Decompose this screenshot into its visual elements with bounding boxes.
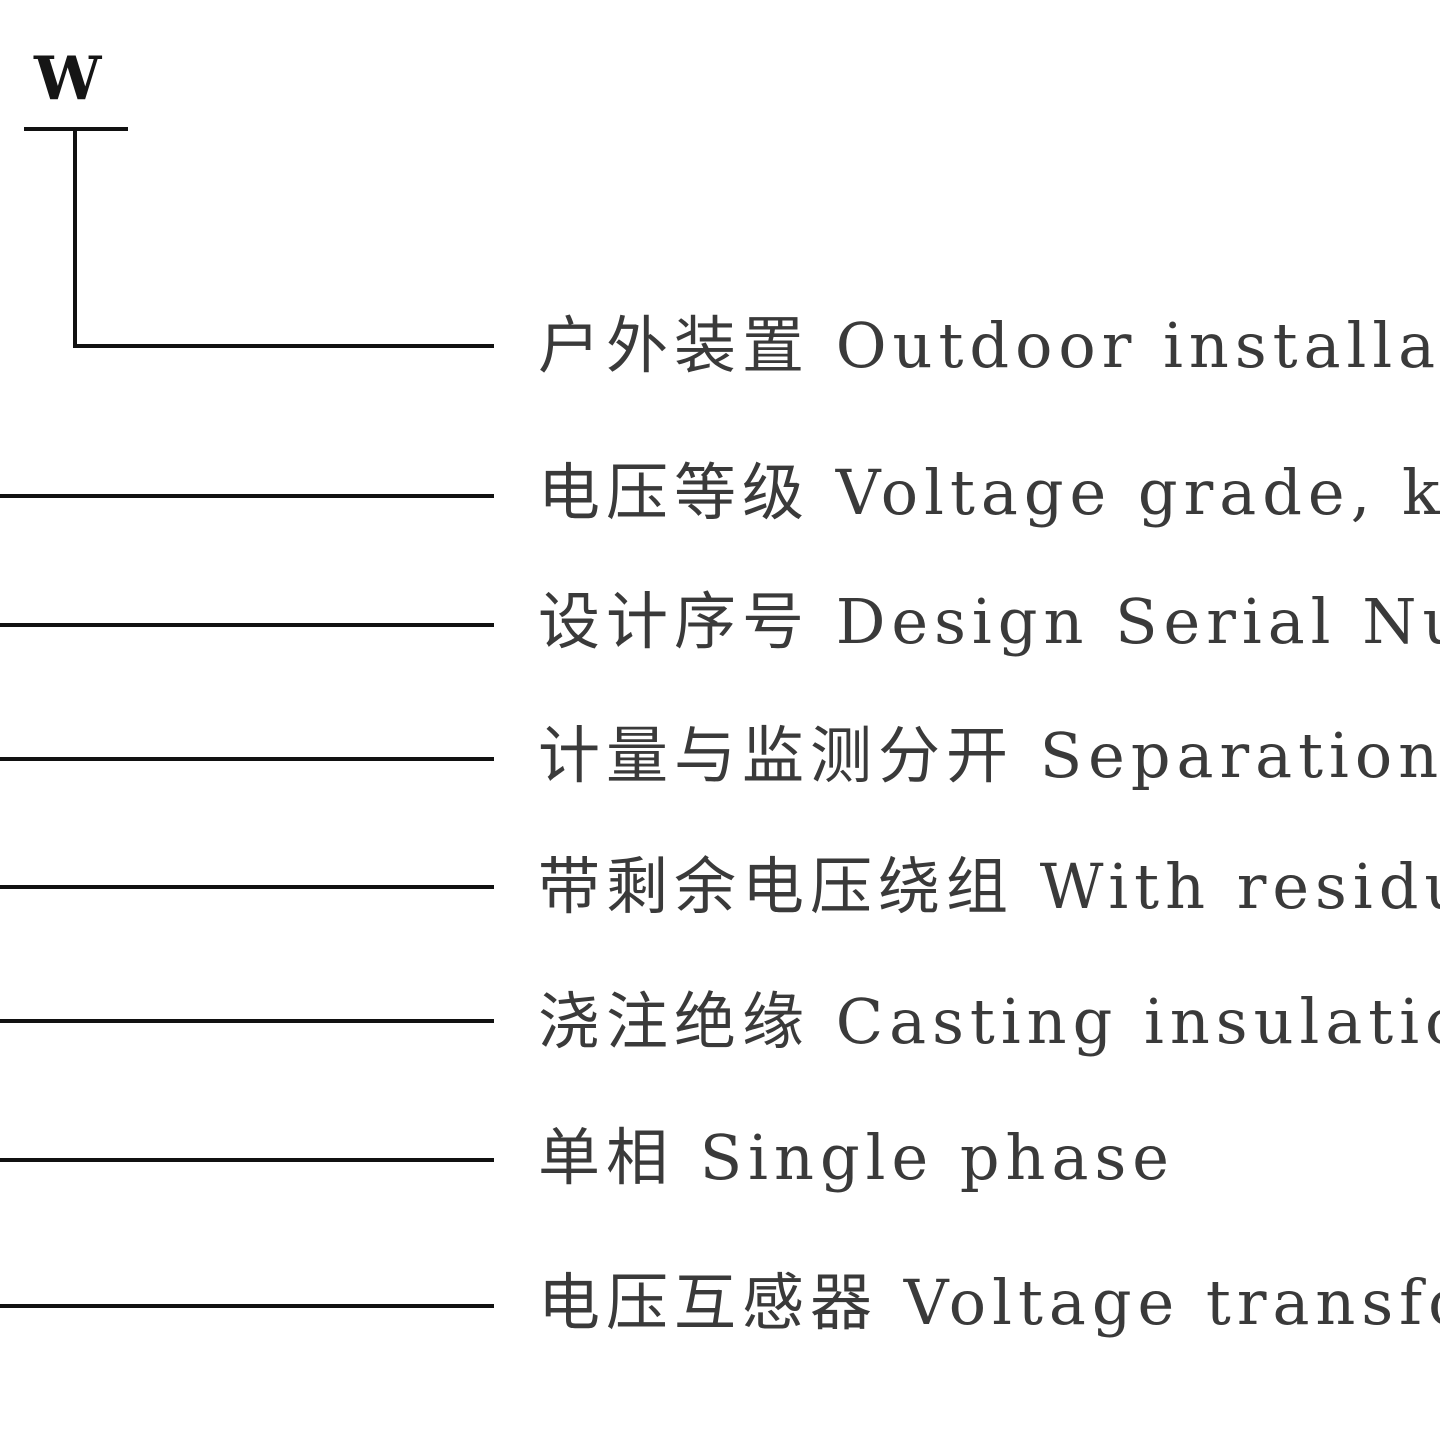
leader-line-casting <box>0 1019 494 1023</box>
leader-line-residual <box>0 885 494 889</box>
code-underline <box>24 127 128 131</box>
leader-line-design-serial <box>0 623 494 627</box>
label-casting-insulation: 浇注绝缘 Casting insulation <box>538 985 1440 1058</box>
label-outdoor-installation: 户外装置 Outdoor installation <box>538 309 1440 382</box>
code-stem-line <box>73 130 77 348</box>
label-separation: 计量与监测分开 Separation <box>538 719 1440 792</box>
leader-line-outdoor <box>73 344 494 348</box>
leader-line-separation <box>0 757 494 761</box>
label-voltage-grade: 电压等级 Voltage grade, kV <box>538 456 1440 529</box>
model-code-letter-w: W <box>34 44 104 114</box>
label-single-phase: 单相 Single phase <box>538 1121 1175 1194</box>
leader-line-voltage-transformer <box>0 1304 494 1308</box>
leader-line-voltage-grade <box>0 494 494 498</box>
label-design-serial-number: 设计序号 Design Serial Number <box>538 585 1440 658</box>
label-voltage-transformer: 电压互感器 Voltage transformer <box>538 1266 1440 1339</box>
leader-line-single-phase <box>0 1158 494 1162</box>
label-residual-voltage-winding: 带剩余电压绕组 With residual <box>538 850 1440 923</box>
